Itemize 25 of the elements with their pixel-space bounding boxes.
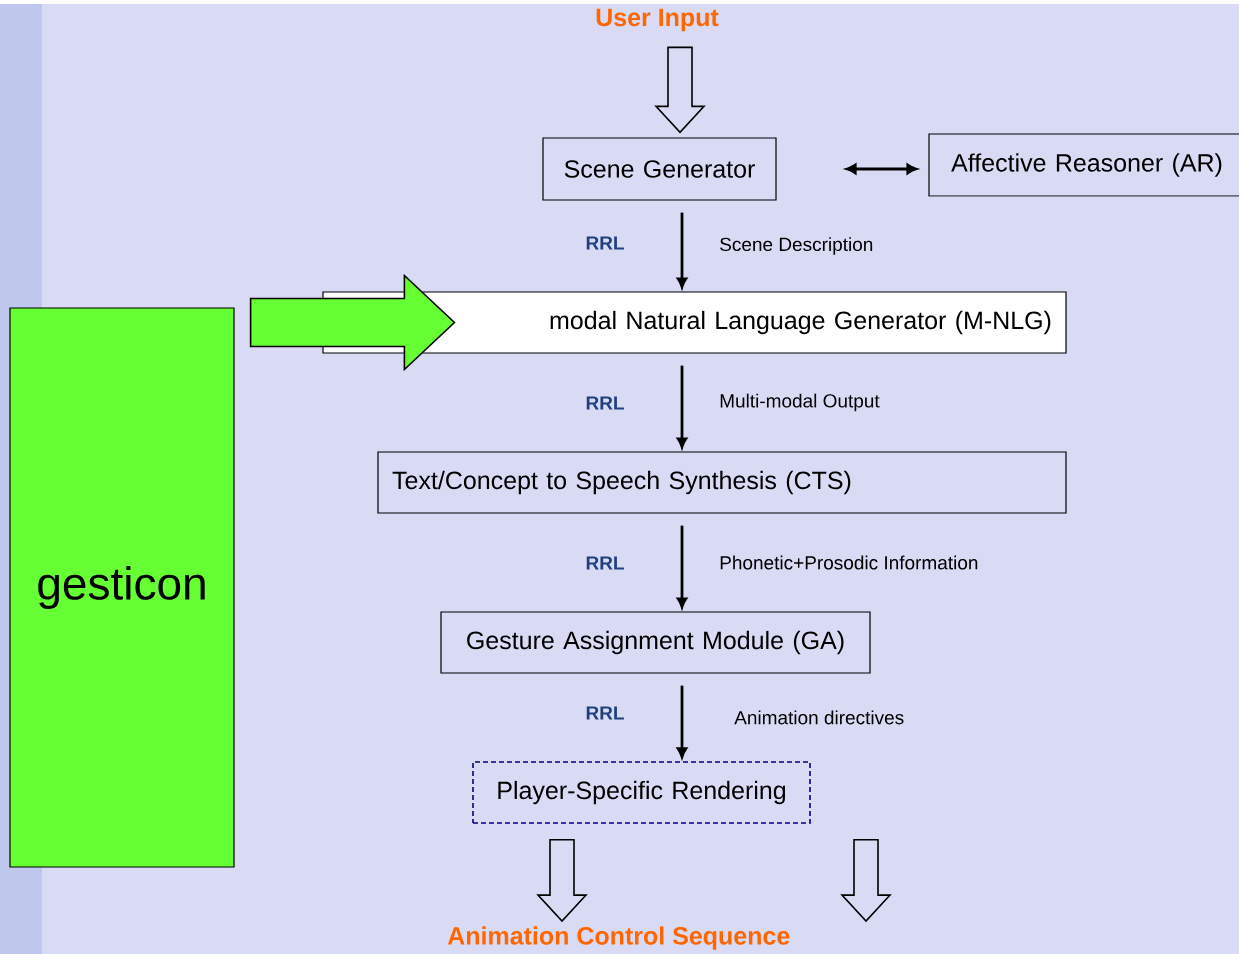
arrow [676,685,688,758]
block-arrow [249,273,456,372]
edge-label: Phonetic+Prosodic Information [720,555,978,570]
input-label: User Input [596,8,719,32]
block-arrow [536,839,588,923]
protocol-label: RRL [586,706,624,720]
arrow [676,365,688,449]
protocol-label: RRL [586,556,624,570]
edge-label: Animation directives [734,710,904,725]
block-arrow [840,839,892,923]
edge-label: Multi-modal Output [720,393,880,412]
arrow [845,163,918,175]
protocol-label: RRL [586,236,624,250]
process-box: Affective Reasoner (AR) [928,133,1239,197]
edge-label: Scene Description [720,237,873,255]
gesticon-box: gesticon [9,307,235,868]
protocol-label: RRL [586,396,624,410]
block-arrow [654,46,706,134]
process-box: Text/Concept to Speech Synthesis (CTS) [377,451,1067,514]
rendering-box: Player-Specific Rendering [472,761,811,824]
arrow [676,525,688,609]
output-label: Animation Control Sequence [447,926,790,950]
process-box: Gesture Assignment Module (GA) [440,611,871,674]
process-box: Scene Generator [542,137,777,201]
arrow [676,212,688,289]
